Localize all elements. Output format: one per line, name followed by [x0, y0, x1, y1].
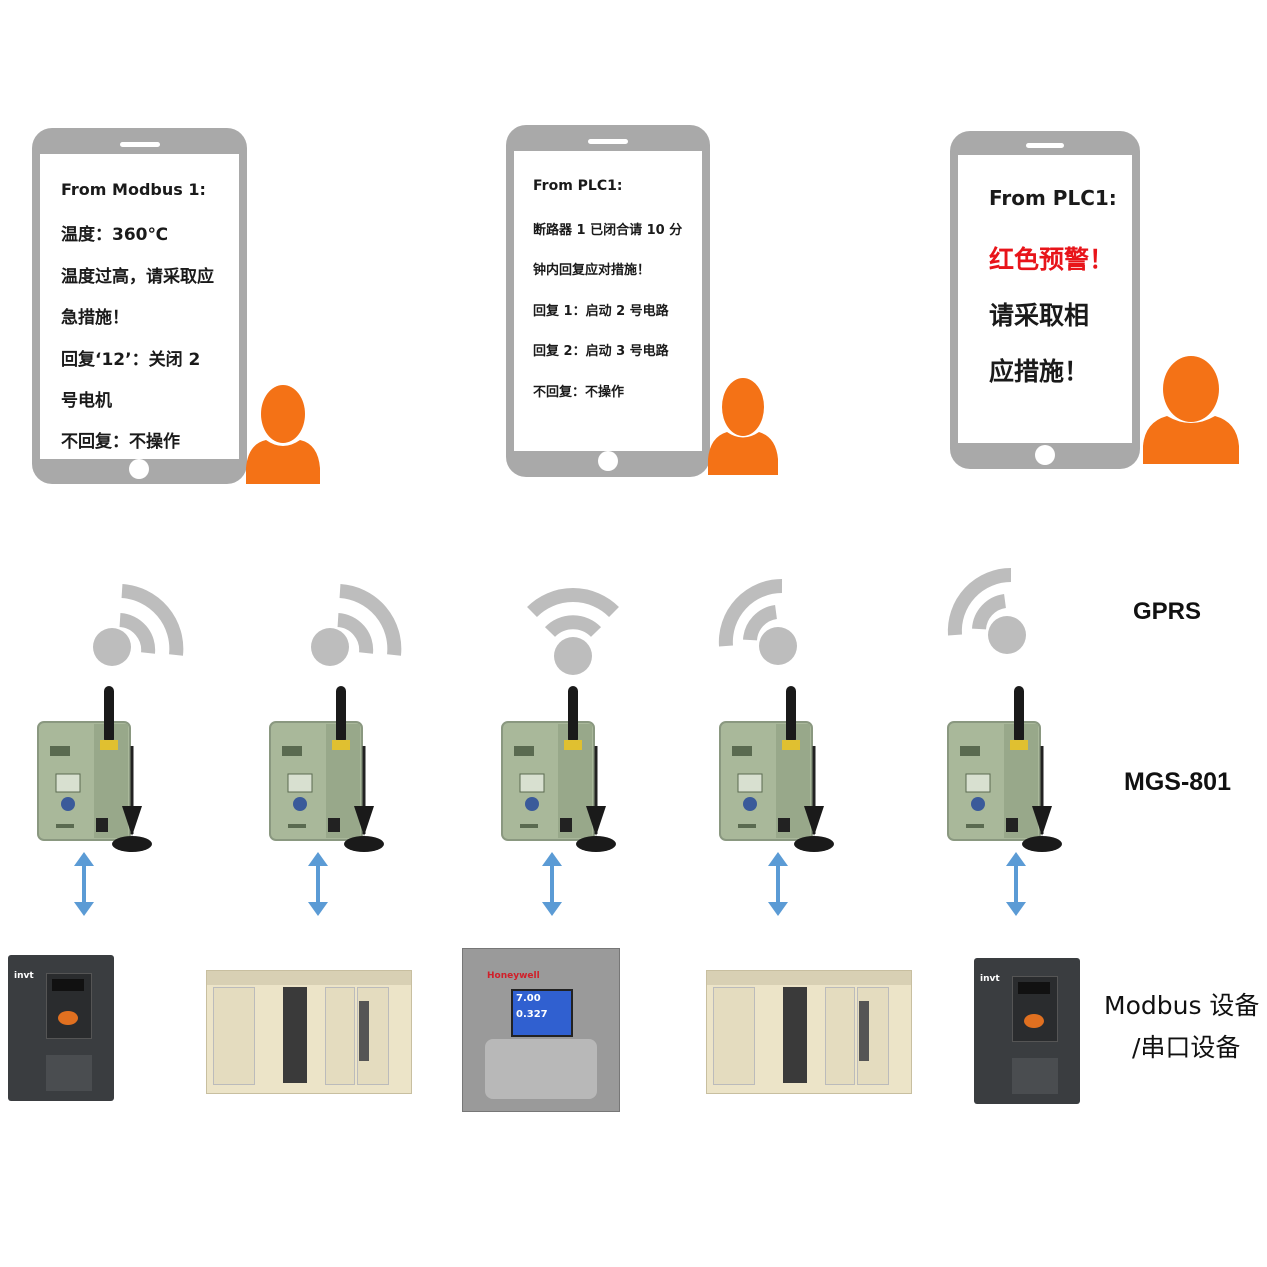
- phone-3-alert: 红色预警！: [989, 245, 1115, 274]
- plc-rack-top: [707, 971, 911, 985]
- inverter-brand: invt: [14, 971, 34, 981]
- phone-2-line-2: 断路器 1 已闭合请 10 分: [533, 223, 683, 238]
- controller-brand: Honeywell: [487, 971, 540, 981]
- inverter-device: invt: [974, 958, 1080, 1104]
- gprs-label: GPRS: [1133, 598, 1202, 625]
- gateway-device: [947, 686, 1062, 852]
- bidirectional-arrow-icon: [74, 852, 94, 916]
- inverter-brand: invt: [980, 974, 1000, 984]
- gateway-device: [719, 686, 834, 852]
- phone-screen: [514, 151, 702, 451]
- gateway-label: MGS-801: [1124, 768, 1231, 796]
- devices-label-line-1: Modbus 设备: [1104, 991, 1260, 1020]
- phone-1-line-3: 温度过高，请采取应: [61, 267, 214, 287]
- plc-rack-top: [207, 971, 411, 985]
- phone-speaker: [588, 139, 628, 144]
- controller-keypad: [485, 1039, 597, 1099]
- plc-connector: [359, 1001, 369, 1061]
- phone-1-line-5: 回复‘12’：关闭 2: [61, 350, 201, 370]
- plc-module: [783, 987, 807, 1083]
- signal-icon: [947, 567, 1026, 654]
- person-icon: [708, 378, 778, 475]
- phone-1-line-2: 温度：360℃: [61, 225, 169, 245]
- bidirectional-arrow-icon: [542, 852, 562, 916]
- phone-2-line-5: 回复 2：启动 3 号电路: [533, 344, 669, 359]
- phone-home-button: [598, 451, 618, 471]
- bidirectional-arrow-icon: [308, 852, 328, 916]
- phone-3: [950, 131, 1140, 469]
- inverter-device: invt: [8, 955, 114, 1101]
- phone-speaker: [120, 142, 160, 147]
- inverter-label-plate: [1012, 1058, 1058, 1094]
- bidirectional-arrow-icon: [768, 852, 788, 916]
- controller-device: Honeywell 7.00 0.327: [462, 948, 620, 1112]
- controller-screen: 7.00 0.327: [511, 989, 573, 1037]
- phone-1-line-1: From Modbus 1:: [61, 180, 206, 199]
- phone-1-line-6: 号电机: [61, 391, 112, 411]
- gateway-device: [269, 686, 384, 852]
- phone-home-button: [129, 459, 149, 479]
- plc-connector: [859, 1001, 869, 1061]
- inverter-knob: [1024, 1014, 1044, 1028]
- phone-1: [32, 128, 247, 484]
- controller-value-1: 7.00: [516, 993, 541, 1004]
- plc-module: [325, 987, 355, 1085]
- phone-screen: [958, 155, 1132, 443]
- plc-rack-device: [206, 970, 412, 1094]
- phone-2-line-4: 回复 1：启动 2 号电路: [533, 304, 669, 319]
- plc-rack-device: [706, 970, 912, 1094]
- phone-3-line-1: 请采取相: [989, 301, 1090, 330]
- gateway-device: [501, 686, 616, 852]
- phone-home-button: [1035, 445, 1055, 465]
- bidirectional-arrow-icon: [1006, 852, 1026, 916]
- signal-icon: [718, 578, 797, 665]
- controller-value-2: 0.327: [516, 1009, 548, 1020]
- plc-module: [283, 987, 307, 1083]
- phone-2-line-6: 不回复：不操作: [533, 385, 625, 400]
- phone-1-line-7: 不回复：不操作: [61, 432, 180, 452]
- person-icon: [1143, 356, 1239, 464]
- phone-2-line-1: From PLC1:: [533, 178, 623, 194]
- signal-icon: [311, 584, 402, 666]
- plc-module: [825, 987, 855, 1085]
- plc-module: [213, 987, 255, 1085]
- phone-speaker: [1026, 143, 1064, 148]
- signal-icon: [527, 588, 619, 675]
- phone-2: [506, 125, 710, 477]
- person-icon: [246, 385, 320, 484]
- phone-1-line-4: 急措施！: [61, 308, 129, 328]
- signal-icon: [93, 584, 184, 666]
- phone-3-title: From PLC1:: [989, 186, 1117, 210]
- inverter-label-plate: [46, 1055, 92, 1091]
- inverter-display: [52, 979, 84, 991]
- devices-label-line-2: /串口设备: [1132, 1033, 1241, 1062]
- phone-3-line-2: 应措施！: [989, 357, 1090, 386]
- plc-module: [713, 987, 755, 1085]
- inverter-display: [1018, 982, 1050, 994]
- gateway-device: [37, 686, 152, 852]
- phone-2-line-3: 钟内回复应对措施！: [533, 263, 651, 278]
- phone-screen: [40, 154, 239, 459]
- inverter-knob: [58, 1011, 78, 1025]
